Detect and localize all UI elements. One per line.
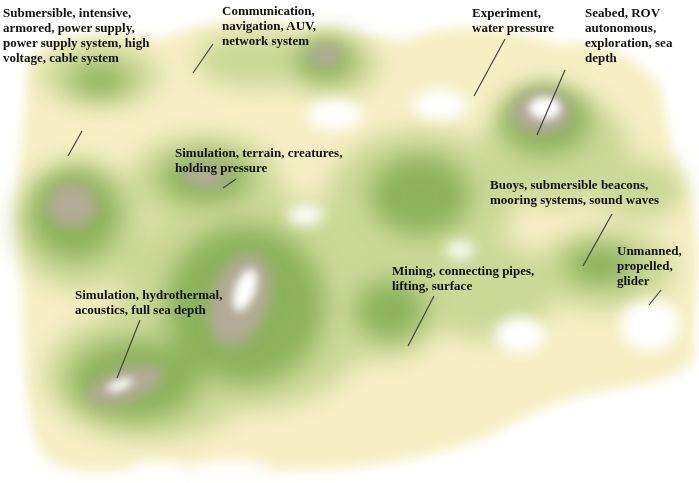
keyword-label: Mining, connecting pipes, lifting, surfa… <box>392 263 542 293</box>
keyword-label: Simulation, terrain, creatures, holding … <box>175 145 375 175</box>
keyword-label: Seabed, ROV autonomous, exploration, sea… <box>585 5 693 65</box>
leader-lines <box>68 39 661 378</box>
keyword-label: Simulation, hydrothermal, acoustics, ful… <box>75 287 260 317</box>
dense-zones <box>30 40 635 420</box>
keyword-label: Buoys, submersible beacons, mooring syst… <box>490 177 695 207</box>
keyword-label: Communication, navigation, AUV, network … <box>222 3 344 48</box>
gaps <box>130 90 680 480</box>
keyword-label: Experiment, water pressure <box>472 5 572 35</box>
keyword-label: Unmanned, propelled, glider <box>617 243 695 288</box>
peaks-white <box>105 97 561 394</box>
green-zones <box>15 32 685 440</box>
keyword-label: Submersible, intensive, armored, power s… <box>3 5 153 65</box>
peaks-grey <box>47 43 572 414</box>
